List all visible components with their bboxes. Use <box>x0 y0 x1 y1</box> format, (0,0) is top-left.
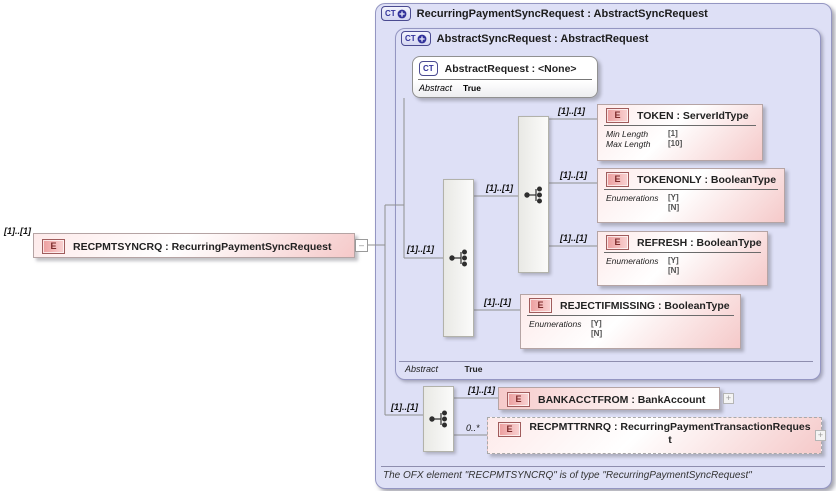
element-icon: E <box>529 298 552 313</box>
nested-sequence-cardinality: [1]..[1] <box>486 183 513 193</box>
refresh-title-row: E REFRESH : BooleanType <box>598 232 767 252</box>
refresh-element[interactable]: E REFRESH : BooleanType Enumerations [Y]… <box>597 231 768 286</box>
e-badge-label: E <box>50 241 57 251</box>
ct-badge-label: CT <box>385 8 396 18</box>
base-type-properties: Abstract True <box>418 79 592 93</box>
enumeration-value-n: [N] <box>668 266 680 275</box>
enumeration-value-y: [Y] <box>668 256 679 265</box>
e-badge-label: E <box>537 300 544 310</box>
token-title-row: E TOKEN : ServerIdType <box>598 105 762 125</box>
e-badge-label: E <box>506 424 513 434</box>
tokenonly-cardinality: [1]..[1] <box>560 170 587 180</box>
bankacctfrom-element[interactable]: E BANKACCTFROM : BankAccount <box>498 387 720 410</box>
element-icon: E <box>507 392 530 407</box>
enumeration-value-n: [N] <box>591 329 603 338</box>
source-element-cardinality: [1]..[1] <box>4 226 31 236</box>
outer-container-header: CT RecurringPaymentSyncRequest : Abstrac… <box>381 6 708 21</box>
recpmttrnrq-title: RECPMTTRNRQ : RecurringPaymentTransactio… <box>529 421 811 446</box>
inner-abstract-row: Abstract True <box>405 364 482 374</box>
tokenonly-element[interactable]: E TOKENONLY : BooleanType Enumerations [… <box>597 168 785 223</box>
tokenonly-properties: Enumerations [Y] [N] <box>604 189 778 216</box>
rejectifmissing-title-row: E REJECTIFMISSING : BooleanType <box>521 295 740 315</box>
plus-circle-icon <box>417 34 427 43</box>
e-badge-label: E <box>614 174 621 184</box>
max-length-value: [10] <box>668 139 683 148</box>
enumeration-value-n: [N] <box>668 203 680 212</box>
plus-circle-icon <box>397 9 407 18</box>
bankacctfrom-title-row: E BANKACCTFROM : BankAccount <box>499 388 719 409</box>
tokenonly-title: TOKENONLY : BooleanType <box>637 173 777 186</box>
e-badge-label: E <box>614 237 621 247</box>
ct-badge-label: CT <box>405 33 416 43</box>
outer-container-title: RecurringPaymentSyncRequest : AbstractSy… <box>416 7 708 20</box>
element-icon: E <box>498 422 521 437</box>
abstract-label: Abstract <box>419 83 453 93</box>
sequence-icon <box>523 185 542 204</box>
complextype-abstractrequest-box[interactable]: CT AbstractRequest : <None> Abstract Tru… <box>412 56 598 98</box>
rejectifmissing-title: REJECTIFMISSING : BooleanType <box>560 299 730 312</box>
enumerations-label: Enumerations <box>606 193 659 203</box>
refresh-cardinality: [1]..[1] <box>560 233 587 243</box>
refresh-properties: Enumerations [Y] [N] <box>604 252 761 279</box>
sequence-icon <box>448 249 467 267</box>
max-length-label: Max Length <box>606 139 651 149</box>
recpmtsyncrq-element[interactable]: E RECPMTSYNCRQ : RecurringPaymentSyncReq… <box>33 233 355 258</box>
token-title: TOKEN : ServerIdType <box>637 109 749 122</box>
element-icon: E <box>42 239 65 254</box>
abstract-label: Abstract <box>405 364 439 374</box>
sequence-icon <box>428 410 447 428</box>
inner-container-title: AbstractSyncRequest : AbstractRequest <box>436 32 649 45</box>
min-length-label: Min Length <box>606 129 649 139</box>
e-badge-label: E <box>614 110 621 120</box>
complextype-icon: CT <box>381 6 411 21</box>
expand-glyph: + <box>817 430 824 440</box>
bankacctfrom-title: BANKACCTFROM : BankAccount <box>538 393 706 406</box>
abstract-value: True <box>464 364 483 374</box>
rejectifmissing-properties: Enumerations [Y] [N] <box>527 315 734 342</box>
element-icon: E <box>606 235 629 250</box>
outer-sequence-cardinality: [1]..[1] <box>391 402 418 412</box>
recpmtsyncrq-title-row: E RECPMTSYNCRQ : RecurringPaymentSyncReq… <box>34 234 354 256</box>
token-element[interactable]: E TOKEN : ServerIdType Min Length [1] Ma… <box>597 104 763 161</box>
enumeration-value-y: [Y] <box>591 319 602 328</box>
e-badge-label: E <box>515 394 522 404</box>
recpmttrnrq-title-row: E RECPMTTRNRQ : RecurringPaymentTransact… <box>488 418 821 449</box>
recpmtsyncrq-title: RECPMTSYNCRQ : RecurringPaymentSyncReque… <box>73 240 332 253</box>
base-type-title: AbstractRequest : <None> <box>444 62 577 75</box>
collapse-toggle[interactable]: – <box>355 239 368 252</box>
footnote-divider <box>381 466 825 467</box>
collapse-glyph: – <box>358 240 364 250</box>
recpmttrnrq-element[interactable]: E RECPMTTRNRQ : RecurringPaymentTransact… <box>487 417 822 454</box>
element-icon: E <box>606 108 629 123</box>
token-cardinality: [1]..[1] <box>558 106 585 116</box>
complextype-icon: CT <box>401 31 431 46</box>
expand-glyph: + <box>725 393 732 403</box>
sequence-indicator-nested[interactable] <box>518 116 549 273</box>
expand-toggle[interactable]: + <box>723 393 734 404</box>
recpmttrnrq-cardinality: 0..* <box>466 423 480 433</box>
rejectifmissing-cardinality: [1]..[1] <box>484 297 511 307</box>
min-length-value: [1] <box>668 129 678 138</box>
token-properties: Min Length [1] Max Length [10] <box>604 125 756 152</box>
complextype-icon: CT <box>419 61 438 76</box>
bankacctfrom-cardinality: [1]..[1] <box>468 385 495 395</box>
sequence-indicator-inner[interactable] <box>443 179 474 337</box>
abstract-value: True <box>463 83 481 93</box>
enumerations-label: Enumerations <box>606 256 659 266</box>
element-icon: E <box>606 172 629 187</box>
inner-container-divider <box>399 361 813 362</box>
inner-container-header: CT AbstractSyncRequest : AbstractRequest <box>401 31 648 46</box>
enumeration-value-y: [Y] <box>668 193 679 202</box>
rejectifmissing-element[interactable]: E REJECTIFMISSING : BooleanType Enumerat… <box>520 294 741 349</box>
base-type-header: CT AbstractRequest : <None> <box>413 57 597 79</box>
refresh-title: REFRESH : BooleanType <box>637 236 762 249</box>
footnote-text: The OFX element "RECPMTSYNCRQ" is of typ… <box>383 470 752 481</box>
ct-badge-label: CT <box>423 63 434 73</box>
enumerations-label: Enumerations <box>529 319 582 329</box>
inner-sequence-cardinality: [1]..[1] <box>407 244 434 254</box>
tokenonly-title-row: E TOKENONLY : BooleanType <box>598 169 784 189</box>
expand-toggle[interactable]: + <box>815 430 826 441</box>
sequence-indicator-outer[interactable] <box>423 386 454 452</box>
